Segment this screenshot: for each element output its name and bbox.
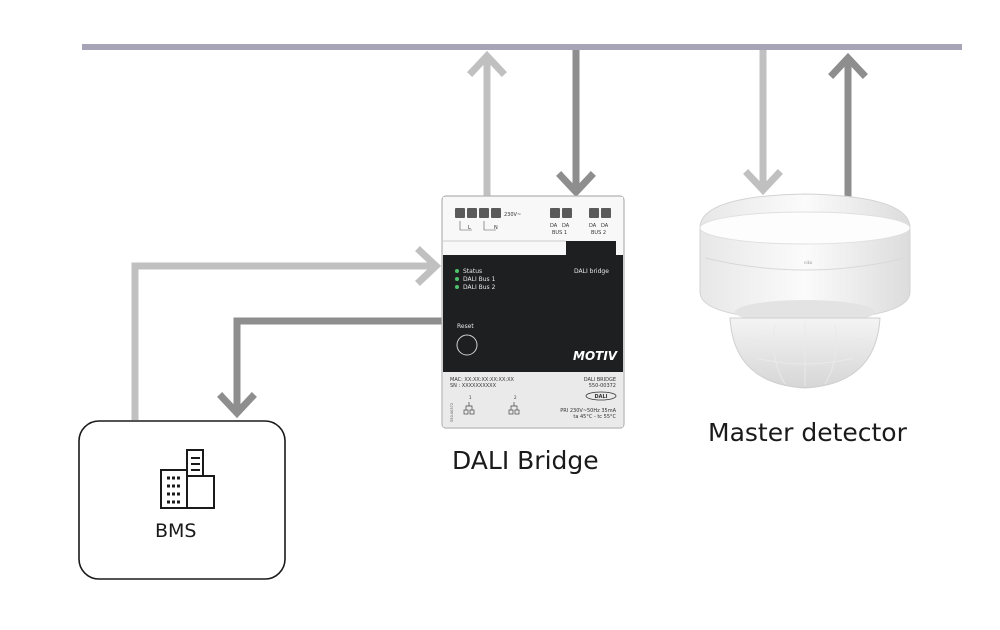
power-rating: PRI 230V~50Hz 35mA <box>560 408 616 414</box>
terminal-da2a: DA <box>589 223 597 229</box>
led-bus2-label: DALI Bus 2 <box>463 284 496 291</box>
master-detector: niko <box>699 193 911 389</box>
ethernet-port-icons <box>463 402 520 415</box>
status-led <box>455 269 459 273</box>
serial-number: SN : XXXXXXXXXX <box>450 383 497 389</box>
panel-title: DALI bridge <box>574 268 609 275</box>
bms-box <box>78 420 286 580</box>
bms-label: BMS <box>155 520 197 542</box>
detector-up-arrow <box>828 52 868 200</box>
dali-logo-text: DALI <box>594 394 607 400</box>
terminal-n: N <box>494 225 498 231</box>
terminal-da1a: DA <box>550 223 558 229</box>
detector-down-arrow <box>743 50 783 196</box>
reset-button <box>456 334 478 356</box>
master-detector-label: Master detector <box>708 418 907 447</box>
building-icon <box>160 449 215 509</box>
bus2-led <box>455 285 459 289</box>
dali-bridge-label: DALI Bridge <box>452 446 599 475</box>
temperature-rating: ta 45°C - tc 55°C <box>573 414 616 420</box>
detector-brand: niko <box>804 260 813 265</box>
terminal-bus2: BUS 2 <box>591 230 606 236</box>
bridge-down-arrow <box>556 50 596 198</box>
model-name: DALI BRIDGE <box>584 377 616 383</box>
led-status-label: Status <box>463 268 482 275</box>
reset-label: Reset <box>457 323 474 330</box>
port-2-label: 2 <box>514 395 517 400</box>
bms-to-bridge-arrow <box>131 246 442 420</box>
dali-bridge-device: 230V~ L N DA DA BUS 1 DA DA BUS 2 Status… <box>441 195 625 429</box>
terminal-l: L <box>468 225 471 231</box>
terminal-da1b: DA <box>562 223 570 229</box>
terminal-bus1: BUS 1 <box>552 230 567 236</box>
bridge-up-arrow <box>467 50 507 198</box>
port-1-label: 1 <box>469 395 472 400</box>
mac-address: MAC: XX:XX:XX:XX:XX:XX <box>450 377 515 383</box>
side-code: 550-00372 <box>450 403 454 422</box>
model-number: 550-00372 <box>589 383 616 389</box>
dali-logo <box>585 391 617 401</box>
brand-logo: MOTIV <box>573 349 619 363</box>
led-bus1-label: DALI Bus 1 <box>463 276 496 283</box>
terminal-blocks <box>455 208 611 218</box>
bus1-led <box>455 277 459 281</box>
bridge-to-bms-arrow <box>217 317 443 419</box>
terminal-da2b: DA <box>601 223 609 229</box>
terminal-voltage: 230V~ <box>504 212 521 218</box>
